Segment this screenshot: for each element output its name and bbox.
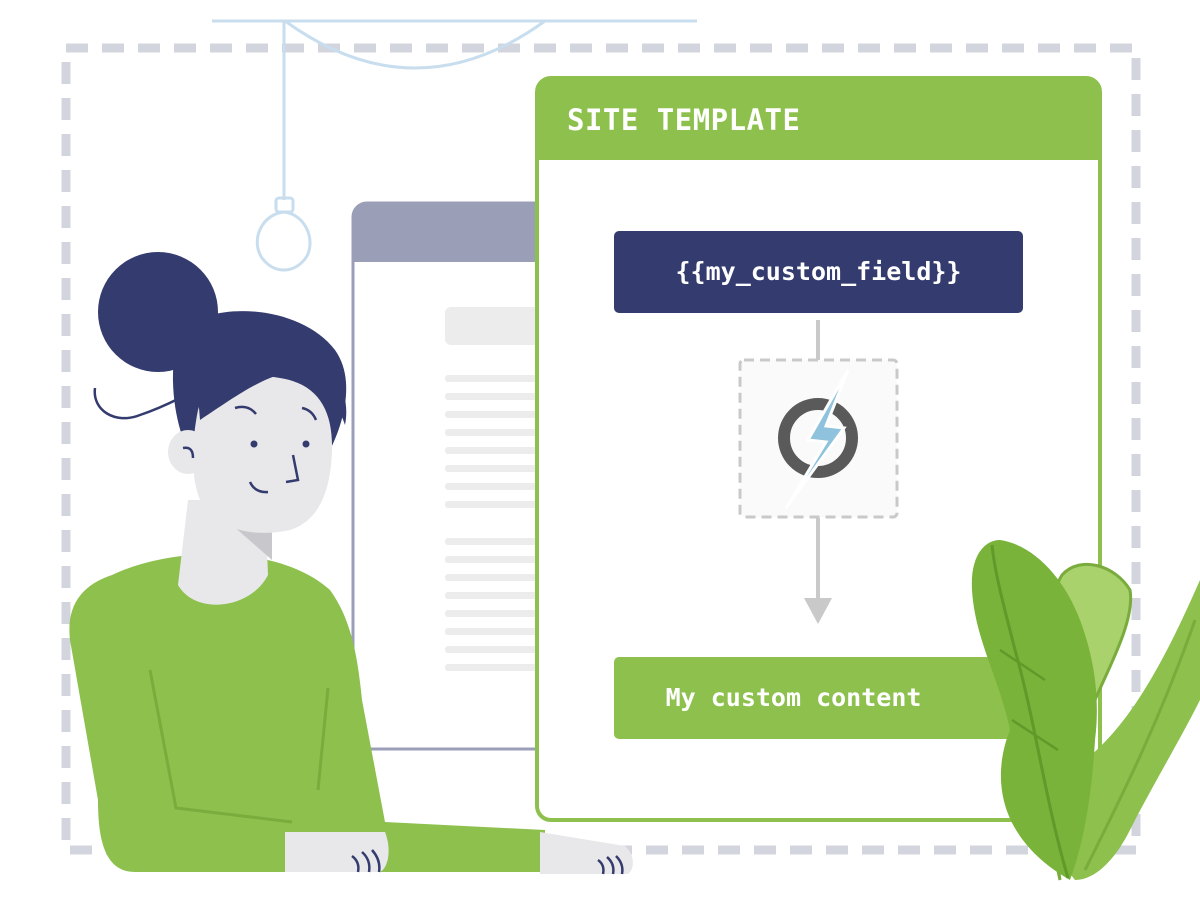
lightbulb-icon [212,19,697,272]
browser-window [351,201,555,751]
site-template-title: SITE TEMPLATE [567,103,801,137]
merge-field-box [614,231,1023,313]
down-arrow-icon [804,518,832,624]
plugin-logo-icon [738,358,899,519]
plant-icon [971,540,1200,881]
person-figure [69,252,633,875]
output-content-box [614,657,1023,739]
merge-field-label: {{my_custom_field}} [675,257,962,286]
output-content-label: My custom content [665,683,922,712]
